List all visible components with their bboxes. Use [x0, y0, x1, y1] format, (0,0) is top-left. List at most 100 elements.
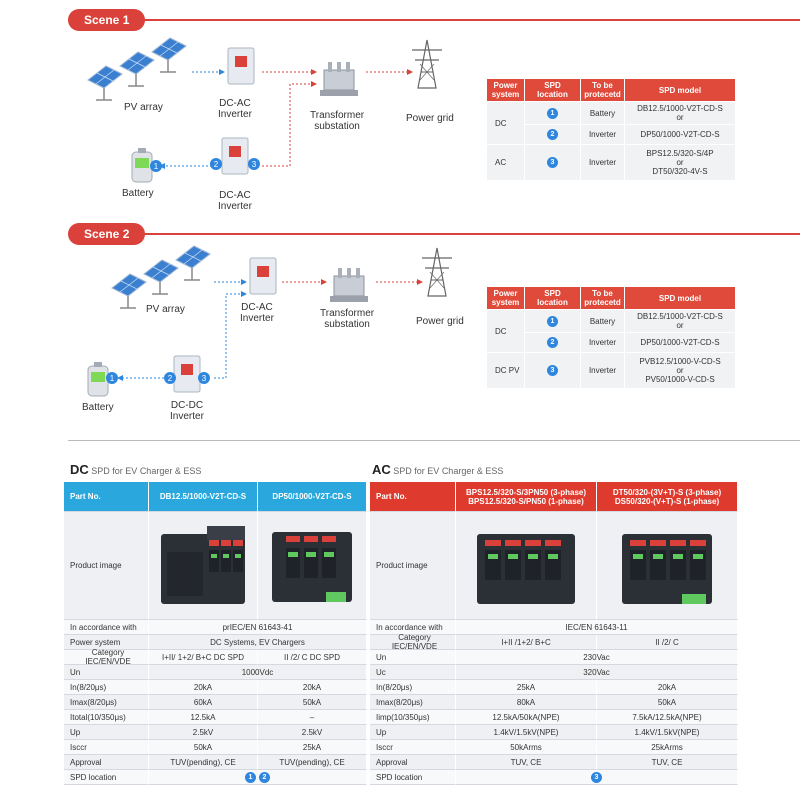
- row-value-b: 25kArms: [597, 740, 738, 755]
- row-value: 3: [456, 770, 738, 785]
- spd-device-image: [272, 531, 352, 602]
- spd-location-badge: 3: [198, 372, 210, 384]
- row-label: In accordance with: [370, 620, 456, 635]
- cell-model: DB12.5/1000-V2T-CD-S or: [624, 101, 736, 125]
- row-label: Iimp(10/350μs): [370, 710, 456, 725]
- dc-section-title: DC SPD for EV Charger & ESS: [70, 462, 201, 477]
- cell-prot: Battery: [580, 101, 625, 125]
- ac-product-b: DT50/320-(3V+T)-S (3-phase) DS50/320-(V+…: [597, 482, 738, 512]
- svg-text:2: 2: [168, 374, 173, 383]
- power-tower-icon: [411, 39, 443, 89]
- row-label: Un: [370, 650, 456, 665]
- spd-device-image: [622, 533, 712, 604]
- cell-system: AC: [486, 144, 525, 181]
- inverter-icon: [173, 355, 201, 393]
- pv-panel-icon: [175, 245, 211, 281]
- scene1-rule: [68, 19, 800, 21]
- scene2-title: Scene 2: [68, 223, 146, 245]
- row-value-a: 80kA: [456, 695, 597, 710]
- location-badge: 1: [245, 771, 256, 783]
- scene2-rule: [68, 233, 800, 235]
- row-value: 1000Vdc: [149, 665, 367, 680]
- cell-loc: 2: [524, 124, 581, 145]
- row-value-a: 50kArms: [456, 740, 597, 755]
- part-no-label: Part No.: [370, 482, 456, 512]
- row-label: Up: [370, 725, 456, 740]
- row-label: In(8/20μs): [64, 680, 149, 695]
- svg-text:3: 3: [202, 374, 207, 383]
- transformer-icon: [319, 61, 359, 97]
- th-spd-model: SPD model: [624, 78, 736, 102]
- spd-location-badge: 1: [106, 372, 118, 384]
- row-label: In accordance with: [64, 620, 149, 635]
- row-value-b: 20kA: [597, 680, 738, 695]
- inverter-icon: [221, 137, 249, 175]
- scene2-spd-table: Power system SPD location To be protecet…: [486, 286, 736, 389]
- battery-icon: [131, 147, 153, 183]
- spd-device-image: [161, 525, 245, 604]
- cell-model: DB12.5/1000-V2T-CD-S or: [624, 309, 736, 333]
- scene1-spd-table: Power system SPD location To be protecet…: [486, 78, 736, 181]
- row-value: 320Vac: [456, 665, 738, 680]
- row-value-b: 1.4kV/1.5kV(NPE): [597, 725, 738, 740]
- scene1-inverter2-label: DC-AC Inverter: [218, 190, 252, 212]
- dc-row: SPD location 1 2: [64, 770, 367, 785]
- cell-model: BPS12.5/320-S/4P or DT50/320-4V-S: [624, 144, 736, 181]
- cell-system: DC: [486, 309, 525, 353]
- row-label: Approval: [370, 755, 456, 770]
- cell-system: DC PV: [486, 352, 525, 389]
- dc-title-sub: SPD for EV Charger & ESS: [91, 466, 202, 476]
- scene2-inverter-label: DC-AC Inverter: [240, 302, 274, 324]
- cell-model: DP50/1000-V2T-CD-S: [624, 124, 736, 145]
- scene2-transformer-label: Transformer substation: [320, 308, 375, 330]
- row-label: Isccr: [370, 740, 456, 755]
- row-value-b: 50kA: [597, 695, 738, 710]
- spd-location-badge: 1: [150, 160, 162, 172]
- row-value-b: 2.5kV: [258, 725, 367, 740]
- pv-panel-icon: [119, 51, 155, 87]
- scene1-title: Scene 1: [68, 9, 146, 31]
- cell-loc: 1: [524, 101, 581, 125]
- pv-panel-icon: [151, 37, 187, 73]
- ac-row: Iimp(10/350μs)12.5kA/50kA(NPE)7.5kA/12.5…: [370, 710, 738, 725]
- row-value-a: 2.5kV: [149, 725, 258, 740]
- spd-location-badge: 3: [248, 158, 260, 170]
- cell-model: DP50/1000-V2T-CD-S: [624, 332, 736, 353]
- dc-row: Itotal(10/350μs)12.5kA–: [64, 710, 367, 725]
- scene2-header: Scene 2: [68, 222, 800, 246]
- row-value-a: I+II/ 1+2/ B+C DC SPD: [149, 650, 258, 665]
- row-value-a: 25kA: [456, 680, 597, 695]
- cell-loc: 1: [524, 309, 581, 333]
- location-badge: 2: [259, 771, 270, 783]
- row-label: Isccr: [64, 740, 149, 755]
- row-value-b: TUV(pending), CE: [258, 755, 367, 770]
- cell-prot: Battery: [580, 309, 625, 333]
- ac-title-sub: SPD for EV Charger & ESS: [393, 466, 504, 476]
- dc-product-a-image: [149, 512, 258, 620]
- row-value-a: 60kA: [149, 695, 258, 710]
- dc-image-row: Product image: [64, 512, 367, 620]
- scene1-inverter-label: DC-AC Inverter: [218, 98, 252, 120]
- dc-product-a: DB12.5/1000-V2T-CD-S: [149, 482, 258, 512]
- section-divider: [68, 440, 800, 441]
- row-value-a: 12.5kA: [149, 710, 258, 725]
- cell-prot: Inverter: [580, 124, 625, 145]
- row-label: In(8/20μs): [370, 680, 456, 695]
- row-value: 1 2: [149, 770, 367, 785]
- row-label: Category IEC/EN/VDE: [64, 648, 149, 666]
- scene1-grid-label: Power grid: [406, 113, 454, 124]
- location-badge: 1: [547, 315, 558, 327]
- ac-section-title: AC SPD for EV Charger & ESS: [372, 462, 503, 477]
- dc-product-b: DP50/1000-V2T-CD-S: [258, 482, 367, 512]
- location-badge: 3: [591, 771, 602, 783]
- ac-header-row: Part No. BPS12.5/320-S/3PN50 (3-phase) B…: [370, 482, 738, 512]
- row-value-b: 25kA: [258, 740, 367, 755]
- scene2-battery-label: Battery: [82, 402, 114, 413]
- ac-product-table: Part No. BPS12.5/320-S/3PN50 (3-phase) B…: [370, 482, 738, 785]
- cell-loc: 2: [524, 332, 581, 353]
